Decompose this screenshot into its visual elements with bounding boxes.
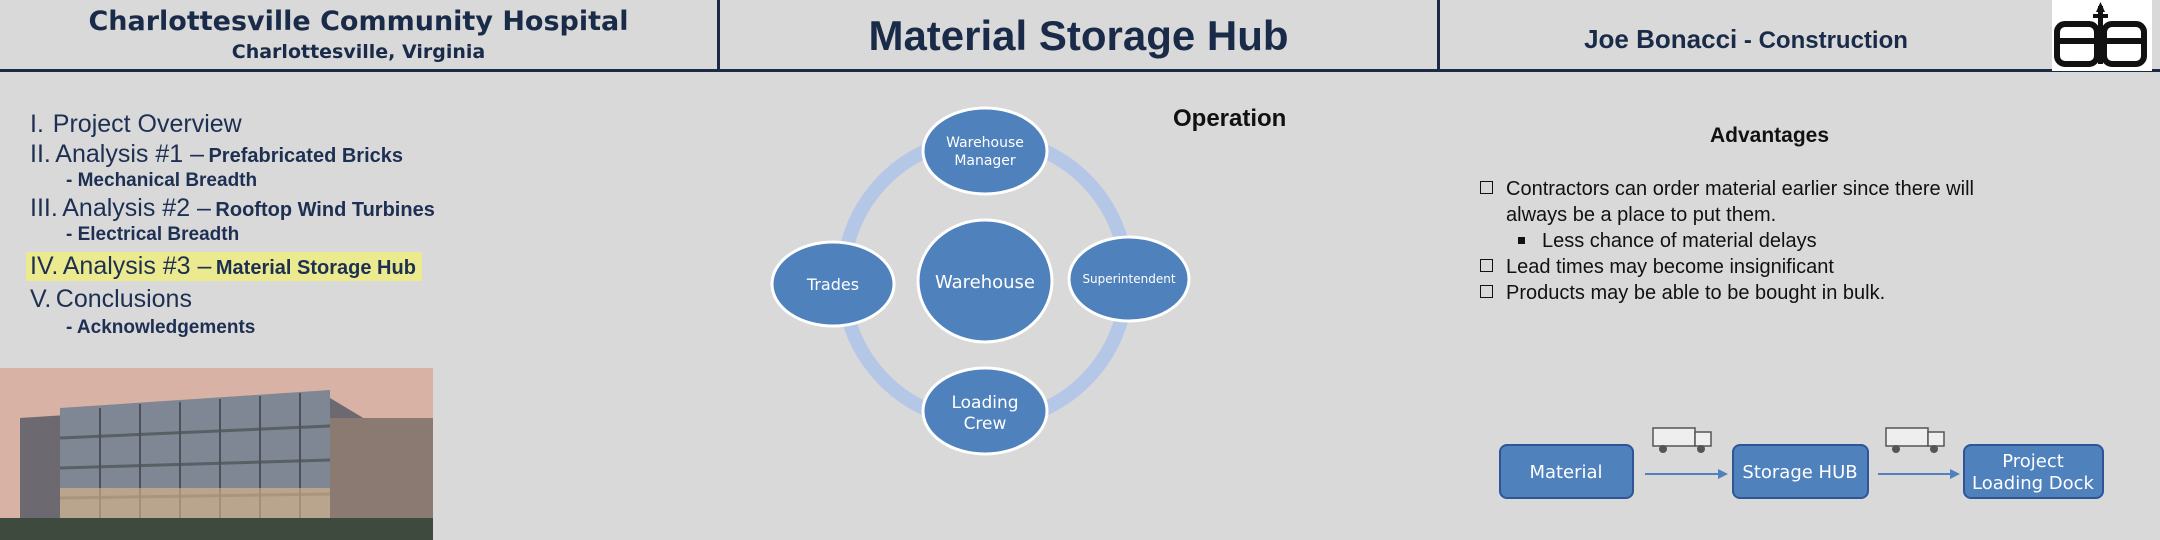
checkbox-bullet-icon — [1480, 181, 1493, 194]
flow-box-storage-hub: Storage HUB — [1732, 444, 1869, 499]
outline-item-analysis-2[interactable]: III. Analysis #2 – Rooftop Wind Turbines — [30, 194, 435, 222]
header-title: Material Storage Hub — [720, 0, 1440, 72]
current-section-highlight: IV. Analysis #3 – Material Storage Hub — [26, 252, 422, 281]
svg-text:Storage HUB: Storage HUB — [1742, 462, 1857, 483]
svg-text:Crew: Crew — [964, 414, 1007, 434]
author-line: Joe Bonacci - Construction — [1440, 0, 2052, 55]
header-author: Joe Bonacci - Construction — [1440, 0, 2052, 72]
advantage-item: Products may be able to be bought in bul… — [1478, 280, 1974, 306]
svg-text:Material: Material — [1529, 462, 1602, 483]
svg-text:Manager: Manager — [954, 153, 1016, 169]
header-hospital: Charlottesville Community Hospital Charl… — [0, 0, 720, 72]
svg-text:Loading Dock: Loading Dock — [1972, 473, 2095, 494]
node-trades: Trades — [770, 240, 896, 328]
material-flow-diagram: Material Storage HUB Project — [1490, 420, 2120, 530]
outline-item-analysis-1[interactable]: II. Analysis #1 – Prefabricated Bricks — [30, 140, 403, 168]
advantage-item: Contractors can order material earlier s… — [1478, 176, 1974, 228]
node-loading-crew: Loading Crew — [921, 366, 1049, 456]
operation-label: Operation — [1173, 105, 1287, 132]
advantage-item: Lead times may become insignificant — [1478, 254, 1974, 280]
outline-subitem-mechanical-breadth[interactable]: - Mechanical Breadth — [66, 170, 258, 191]
advantages-title: Advantages — [1710, 124, 1830, 147]
outline-item-conclusions[interactable]: V. Conclusions — [30, 285, 192, 313]
advantage-subitem: Less chance of material delays — [1478, 228, 1974, 254]
hospital-name: Charlottesville Community Hospital — [88, 6, 629, 37]
outline-subitem-electrical-breadth[interactable]: - Electrical Breadth — [66, 224, 240, 245]
svg-text:Trades: Trades — [806, 275, 859, 294]
ae-logo-icon — [2052, 0, 2152, 71]
node-superintendent: Superintendent — [1067, 235, 1191, 323]
presentation-outline: I. Project Overview II. Analysis #1 – Pr… — [26, 110, 435, 338]
author-option: Construction — [1758, 27, 1908, 54]
page-title: Material Storage Hub — [868, 12, 1289, 59]
author-separator: - — [1737, 27, 1759, 54]
svg-text:Warehouse: Warehouse — [935, 272, 1035, 293]
flow-box-project-loading-dock: Project Loading Dock — [1963, 444, 2104, 499]
outline-subitem-acknowledgements[interactable]: - Acknowledgements — [66, 317, 256, 338]
svg-text:Project: Project — [2002, 451, 2064, 472]
svg-text:Superintendent: Superintendent — [1082, 272, 1175, 286]
hospital-building-photo — [0, 368, 433, 540]
truck-icon — [1885, 427, 1945, 453]
operation-cycle-diagram: Warehouse Warehouse Manager Trades Super… — [760, 100, 1200, 460]
hospital-location: Charlottesville, Virginia — [231, 41, 486, 63]
svg-text:Loading: Loading — [951, 393, 1018, 413]
flow-box-material: Material — [1499, 444, 1634, 499]
truck-icon — [1652, 427, 1712, 453]
flow-arrow — [1878, 469, 1960, 479]
node-warehouse-manager: Warehouse Manager — [921, 106, 1049, 196]
svg-text:Warehouse: Warehouse — [946, 135, 1024, 151]
header-bar: Charlottesville Community Hospital Charl… — [0, 0, 2160, 72]
author-name: Joe Bonacci — [1584, 24, 1738, 54]
checkbox-bullet-icon — [1480, 285, 1493, 298]
square-bullet-icon — [1518, 237, 1525, 244]
outline-item-project-overview[interactable]: I. Project Overview — [30, 110, 242, 138]
flow-arrow — [1645, 469, 1728, 479]
outline-item-analysis-3-current[interactable]: IV. Analysis #3 – Material Storage Hub — [26, 252, 435, 281]
checkbox-bullet-icon — [1480, 259, 1493, 272]
advantages-list: Contractors can order material earlier s… — [1478, 176, 1974, 306]
node-warehouse-center: Warehouse — [916, 218, 1054, 344]
